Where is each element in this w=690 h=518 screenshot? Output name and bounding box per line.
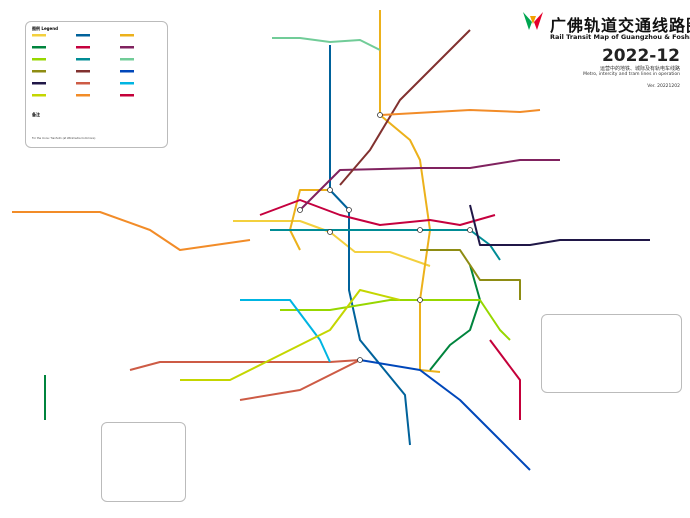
legend-license: For the Icons: Tianfu21 (at Wikimedia Co… bbox=[32, 137, 96, 140]
tram-route bbox=[489, 339, 521, 420]
line5-legend-swatch bbox=[76, 46, 90, 49]
intercity2-route bbox=[379, 109, 541, 116]
line6-legend-swatch bbox=[120, 46, 134, 49]
line13-legend-swatch bbox=[32, 70, 46, 73]
interchange-station-icon bbox=[417, 297, 423, 303]
legend-swatches bbox=[32, 34, 134, 97]
map-title-en: Rail Transit Map of Guangzhou & Foshan bbox=[550, 33, 690, 41]
line1-route bbox=[233, 220, 431, 267]
interchange-station-icon bbox=[327, 187, 333, 193]
guangfo-logo-icon bbox=[523, 12, 543, 30]
line4-route bbox=[429, 264, 481, 371]
line22-legend-swatch bbox=[76, 82, 90, 85]
line18-route bbox=[359, 359, 531, 471]
apm-route bbox=[240, 299, 331, 363]
intercity-legend-swatch bbox=[76, 94, 90, 97]
line3-legend-swatch bbox=[120, 34, 134, 37]
line22-route bbox=[239, 359, 361, 401]
interchange-station-icon bbox=[327, 229, 333, 235]
line4-legend-swatch bbox=[32, 46, 46, 49]
line13-route bbox=[420, 249, 521, 300]
line3b-route bbox=[289, 189, 330, 251]
intercity-route bbox=[12, 211, 251, 251]
line18-legend-swatch bbox=[120, 70, 134, 73]
map-title-cn: 广佛轨道交通线路图 bbox=[550, 16, 690, 35]
line5-route bbox=[259, 199, 496, 226]
interchange-station-icon bbox=[346, 207, 352, 213]
map-date: 2022-12 bbox=[601, 46, 680, 66]
apm-legend-swatch bbox=[120, 82, 134, 85]
line8-route bbox=[270, 229, 501, 261]
interchange-station-icon bbox=[377, 112, 383, 118]
line21-route bbox=[469, 204, 650, 246]
line8-legend-swatch bbox=[76, 58, 90, 61]
line2-legend-swatch bbox=[76, 34, 90, 37]
line7-legend-swatch bbox=[32, 58, 46, 61]
interchange-station-icon bbox=[297, 207, 303, 213]
line14-route bbox=[339, 29, 471, 186]
inset-tram-right bbox=[541, 314, 682, 393]
line22b-route bbox=[129, 359, 361, 371]
legend-note-title: 备注 bbox=[32, 112, 40, 117]
interchange-station-icon bbox=[357, 357, 363, 363]
line9-legend-swatch bbox=[120, 58, 134, 61]
map-version: Ver. 20221202 bbox=[647, 84, 680, 89]
line1-legend-swatch bbox=[32, 34, 46, 37]
line14-legend-swatch bbox=[76, 70, 90, 73]
legend-panel: 图例 Legend 备注 For the Icons: Tianfu21 (at… bbox=[25, 21, 168, 148]
interchange-station-icon bbox=[467, 227, 473, 233]
interchange-station-icon bbox=[417, 227, 423, 233]
legend-title: 图例 Legend bbox=[32, 26, 58, 31]
line3-route bbox=[379, 10, 441, 373]
line9-route bbox=[272, 37, 381, 51]
map-subtitle-en: Metro, intercity and tram lines in opera… bbox=[583, 72, 680, 77]
gf-legend-swatch bbox=[32, 94, 46, 97]
map-subtitle-cn: 运营中的地铁、城际及有轨电车线路 bbox=[599, 66, 680, 72]
line21-legend-swatch bbox=[32, 82, 46, 85]
gf-route bbox=[180, 289, 401, 381]
inset-tram-bottom bbox=[101, 422, 186, 502]
line6-route bbox=[299, 159, 560, 211]
tram-legend-swatch bbox=[120, 94, 134, 97]
